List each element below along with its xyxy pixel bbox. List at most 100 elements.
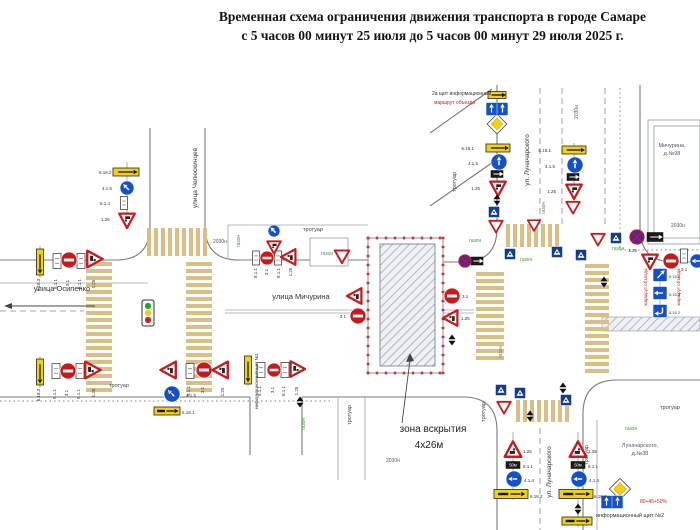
map-label: Луначарского, xyxy=(622,443,659,449)
crosswalk-stripe xyxy=(585,271,609,275)
roadworks-figure xyxy=(170,368,173,374)
crosswalk-stripe xyxy=(161,228,165,256)
crosswalk-stripe xyxy=(523,400,527,422)
zone-barrier-tick xyxy=(429,236,433,240)
zone-barrier-tick xyxy=(402,371,406,375)
map-label: 6.18.1 xyxy=(538,148,551,153)
crosswalk-stripe xyxy=(476,342,504,346)
map-label: улица Мичурина xyxy=(272,292,330,301)
sign-detour-plate-6-18 xyxy=(485,143,511,153)
crosswalk-stripe xyxy=(534,224,538,247)
crosswalk-stripe xyxy=(154,228,158,256)
map-label: 4.1.4 xyxy=(524,478,535,483)
no-stop-x xyxy=(632,232,642,242)
roadworks-figure xyxy=(272,243,277,246)
map-label: ул. Луначарского xyxy=(524,134,531,186)
zone-barrier-tick xyxy=(441,326,445,330)
map-label: тротуар xyxy=(452,172,458,192)
ped-figure xyxy=(493,211,495,214)
barrier-signal-symbol xyxy=(574,503,582,515)
map-label: 1.25 xyxy=(101,217,110,222)
sign-mandatory-direction xyxy=(163,385,181,403)
sign-detour-plate-6-18 xyxy=(561,145,587,155)
sign-lane-directions-5-15-1 xyxy=(600,495,624,509)
plate-white-rect xyxy=(185,363,195,379)
zone-barrier-tick xyxy=(393,371,397,375)
plate-white-rect xyxy=(51,363,61,379)
crosswalk-stripe xyxy=(585,320,609,324)
no-entry-bar xyxy=(269,368,279,372)
map-label: маршрут объезда xyxy=(676,268,681,305)
arrow-glyph-head xyxy=(489,103,494,108)
crosswalk-stripe xyxy=(86,374,112,378)
map-label: 3.1 xyxy=(264,268,269,275)
ped-figure xyxy=(615,237,617,240)
roadworks-figure xyxy=(571,190,575,193)
crosswalk-stripe xyxy=(520,224,524,247)
crosswalk-stripe xyxy=(189,228,193,256)
sign-yield-2-4 xyxy=(526,219,542,232)
map-label: 1.25 xyxy=(220,387,225,396)
sign-no-stopping-3-27 xyxy=(629,229,645,245)
building xyxy=(653,125,700,239)
crosswalk xyxy=(147,228,207,256)
roadworks-figure xyxy=(88,366,91,372)
no-entry-bar xyxy=(446,294,458,298)
map-label: 8.1.1 xyxy=(281,386,286,397)
plate-white-rect xyxy=(252,250,260,266)
map-label: тротуар xyxy=(303,227,323,233)
zone-barrier-tick xyxy=(441,344,445,348)
arrow-glyph-line xyxy=(125,186,130,191)
ped-figure xyxy=(565,399,567,402)
blue-square-rect xyxy=(652,304,668,318)
crosswalk-stripe xyxy=(86,290,112,294)
map-label: 3.1 xyxy=(64,389,69,396)
sign-lane-direction-5-15-2 xyxy=(652,286,668,300)
crosswalk-stripe xyxy=(182,228,186,256)
crosswalk xyxy=(585,264,609,373)
roadworks-figure xyxy=(91,369,94,373)
black-triangle xyxy=(559,388,567,394)
sign-plate-8x xyxy=(280,362,290,378)
crosswalk-stripe xyxy=(476,314,504,318)
plate-white-rect xyxy=(280,362,290,378)
sign-no-entry-3-1 xyxy=(443,287,461,305)
arrow-glyph-head xyxy=(123,184,128,189)
sign-lane-direction-5-15-2 xyxy=(652,304,668,318)
roadworks-figure xyxy=(572,187,577,190)
map-label: тротуар xyxy=(347,405,353,425)
roadworks-figure xyxy=(509,451,515,454)
crosswalk-stripe xyxy=(585,341,609,345)
map-label: тротуар xyxy=(584,445,590,465)
map-label: газон xyxy=(236,235,242,247)
arrow-glyph-head xyxy=(521,491,526,497)
sign-yield-2-4 xyxy=(488,219,504,234)
map-label: 1.25 xyxy=(461,316,470,321)
map-label: Мичурина, xyxy=(659,143,686,149)
map-label: 1.25 xyxy=(523,449,532,454)
crosswalk-stripe xyxy=(585,313,609,317)
zone-barrier-tick xyxy=(441,272,445,276)
zone-barrier-tick xyxy=(441,245,445,249)
sign-no-entry-3-1 xyxy=(349,307,367,325)
map-label: 1.25 xyxy=(168,387,173,396)
map-label: 8.1.1 xyxy=(77,279,82,290)
crosswalk-stripe xyxy=(186,360,212,364)
sign-lane-direction-5-15-2 xyxy=(652,268,668,282)
map-label: 3.1 xyxy=(65,279,70,286)
map-label: газон xyxy=(625,426,637,432)
map-label: газон xyxy=(321,251,333,257)
sign-plate-dark xyxy=(490,170,504,178)
sign-roadworks-1-25 xyxy=(489,180,507,198)
sign-detour-plate-6-18 xyxy=(112,167,140,177)
arrow-glyph-head xyxy=(479,258,484,264)
sign-no-entry-3-1 xyxy=(59,362,77,380)
crosswalk-stripe xyxy=(186,283,212,287)
map-label: улица Осипенко xyxy=(34,284,90,293)
barrier-signal-symbol xyxy=(559,382,567,394)
map-label: 6.18.2 xyxy=(530,494,543,499)
sign-roadworks-1-25 xyxy=(503,440,523,458)
map-label: 6.18.3 xyxy=(36,388,41,401)
map-label: 3.1 xyxy=(200,386,205,393)
